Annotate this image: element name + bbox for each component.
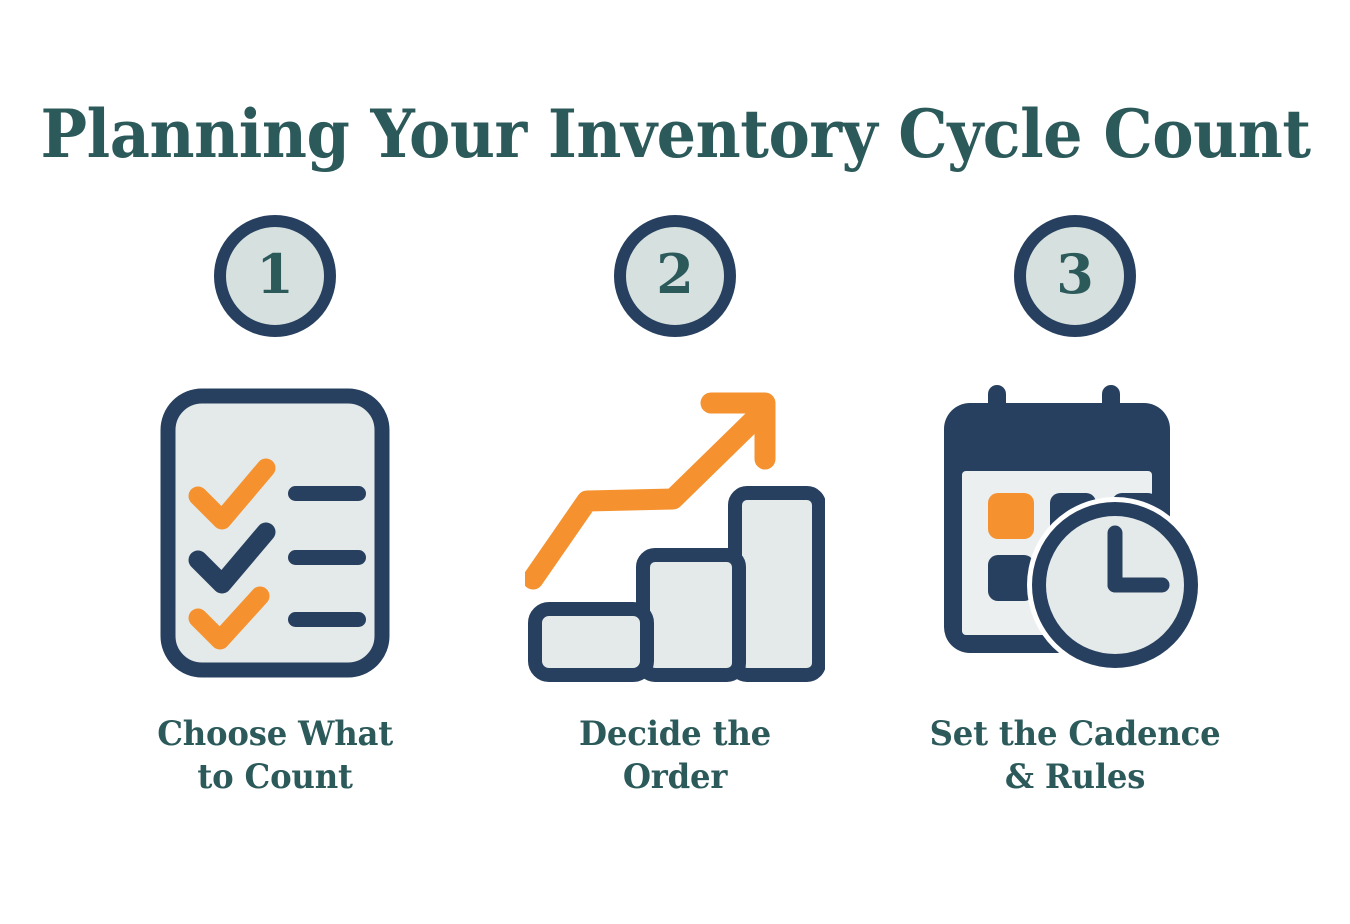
calendar-clock-icon: [944, 385, 1203, 673]
step-1: 1: [75, 215, 475, 835]
checkmark-3-icon: [188, 586, 270, 650]
steps-row: 1: [0, 215, 1350, 835]
bar-2: [636, 548, 746, 682]
checklist-line-1: [288, 486, 366, 501]
growth-bar-chart-icon: [525, 392, 825, 682]
step-1-caption: Choose What to Count: [157, 714, 393, 797]
bar-3: [728, 486, 825, 682]
checkmark-2-icon: [188, 522, 276, 594]
checkmark-1-icon: [188, 458, 276, 530]
step-1-number: 1: [256, 242, 294, 306]
page-title: Planning Your Inventory Cycle Count: [40, 95, 1312, 174]
step-3-number: 3: [1056, 242, 1094, 306]
step-3-icon-wrapper: [940, 383, 1210, 683]
step-2-number-badge: 2: [614, 215, 736, 337]
step-3-number-badge: 3: [1014, 215, 1136, 337]
step-3-caption: Set the Cadence & Rules: [929, 714, 1221, 797]
calendar-day-highlighted: [988, 493, 1034, 539]
step-1-number-badge: 1: [214, 215, 336, 337]
checklist-line-2: [288, 550, 366, 565]
step-1-icon-wrapper: [160, 383, 390, 683]
step-2-number: 2: [656, 242, 694, 306]
step-3: 3: [875, 215, 1275, 835]
trend-arrow-line: [525, 402, 772, 590]
step-2-icon-wrapper: [525, 383, 825, 683]
trend-arrow-head-icon: [700, 392, 776, 470]
calendar-day-4: [988, 555, 1034, 601]
step-2-caption: Decide the Order: [579, 714, 771, 797]
checklist-line-3: [288, 612, 366, 627]
bar-1: [528, 602, 654, 682]
step-2: 2 Decide the Order: [475, 215, 875, 835]
checklist-clipboard-icon: [160, 388, 390, 678]
